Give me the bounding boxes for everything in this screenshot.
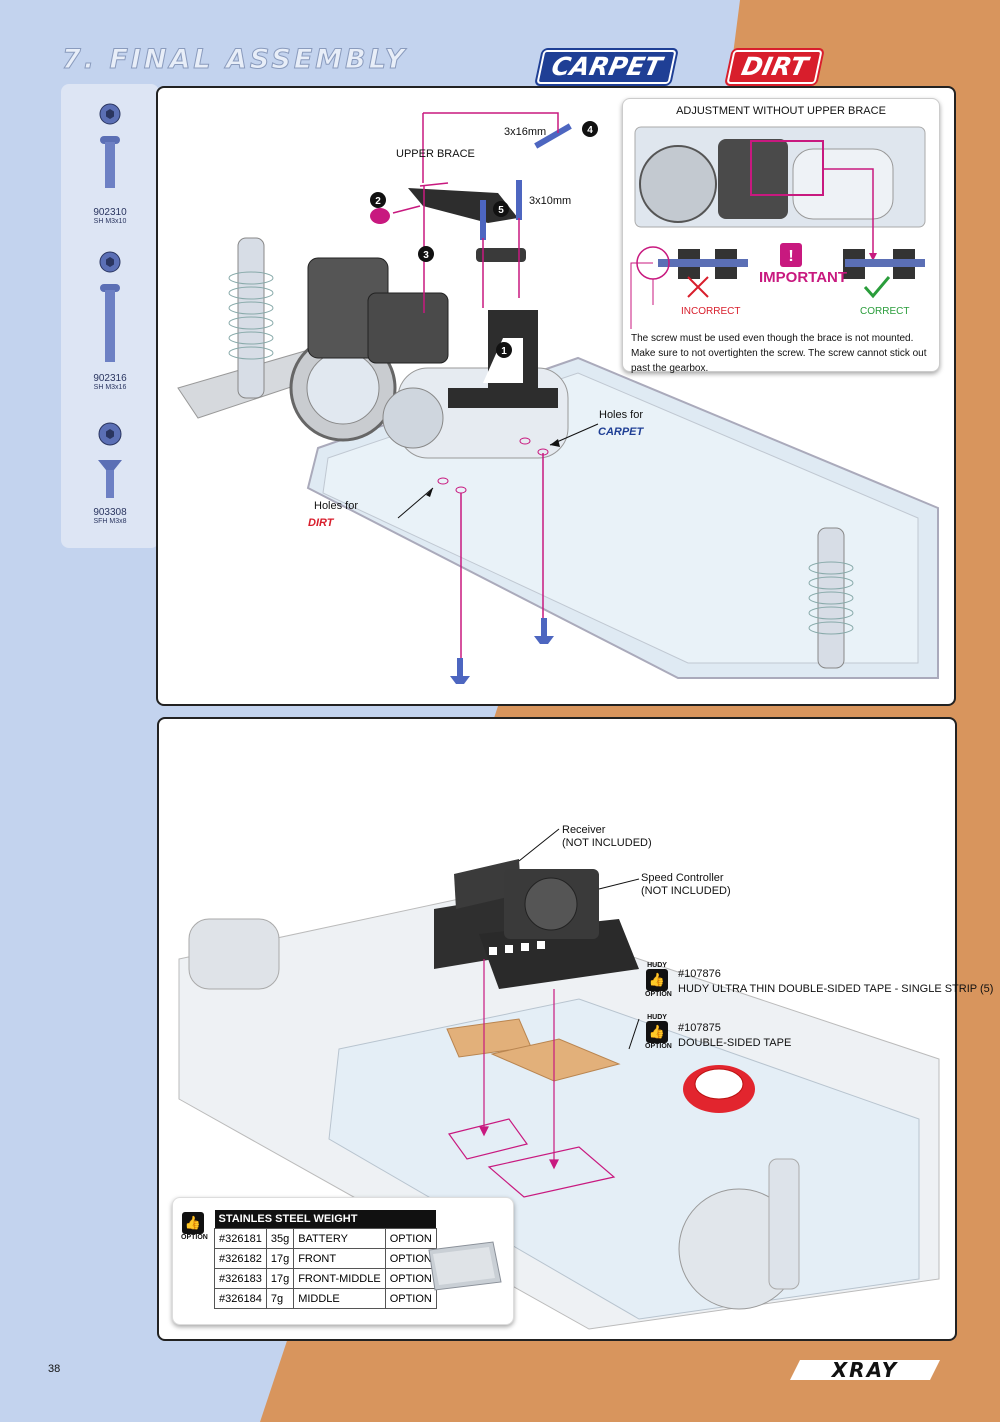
thumbs-up-icon: 👍 [182,1212,204,1234]
part-code: 903308 [93,507,127,518]
page-number: 38 [48,1363,61,1375]
part-size: SH M3x10 [93,218,127,225]
weight-position: FRONT [293,1248,386,1269]
speed-controller-note: (NOT INCLUDED) [641,885,731,897]
part-902310: 902310 SH M3x10 [61,102,159,225]
flat-head-screw-icon [98,422,122,498]
weight-position: FRONT-MIDDLE [293,1268,386,1289]
table-row: #326184 7g MIDDLE OPTION [214,1288,437,1309]
part-size: SH M3x16 [93,384,127,391]
weight-type: OPTION [384,1268,437,1289]
holes-dirt-label: Holes for [314,500,359,512]
parts-panel: 902310 SH M3x10 902316 SH M3x16 903308 S… [61,84,159,548]
step-5-marker: 5 [498,205,504,216]
weight-value: 17g [265,1268,295,1289]
part-code: 902316 [93,373,127,384]
tape1-name: HUDY ULTRA THIN DOUBLE-SIDED TAPE - SING… [678,983,994,995]
weight-code: #326182 [214,1248,267,1269]
part-code: 902310 [93,207,127,218]
callout-title: ADJUSTMENT WITHOUT UPPER BRACE [676,105,886,117]
hudy-label: HUDY [647,1014,667,1021]
electronics-assembly-illustration [178,828,940,1330]
tape1-code: #107876 [678,968,721,980]
receiver-label: Receiver [562,824,606,836]
correct-label: CORRECT [860,306,910,317]
table-row: #326182 17g FRONT OPTION [214,1248,437,1269]
tape2-code: #107875 [678,1022,721,1034]
weight-type: OPTION [384,1228,437,1249]
thumbs-up-icon: 👍 [646,1021,668,1043]
xray-logo: XRAY [790,1358,940,1382]
screw-3x10-label: 3x10mm [529,195,572,207]
weight-option-box: 👍 OPTION STAINLES STEEL WEIGHT #326181 3… [172,1197,514,1325]
weight-position: MIDDLE [293,1288,386,1309]
weight-table: STAINLES STEEL WEIGHT #326181 35g BATTER… [214,1210,437,1309]
dirt-badge: DIRT [726,50,823,84]
gearbox-detail-illustration: ! [630,126,926,329]
holes-dirt-badge: DIRT [308,517,334,529]
weight-position: BATTERY [293,1228,386,1249]
option-label: OPTION [645,991,672,998]
button-head-screw-icon [99,251,121,362]
hudy-option-icon: HUDY 👍 OPTION [645,962,672,998]
part-size: SFH M3x8 [93,518,127,525]
weight-code: #326183 [214,1268,267,1289]
weight-code: #326184 [214,1288,267,1309]
table-row: #326183 17g FRONT-MIDDLE OPTION [214,1268,437,1289]
motor-mount-assembly-illustration: 1 2 3 4 5 [177,112,939,684]
carpet-badge: CARPET [536,50,678,84]
important-label: IMPORTANT [759,269,848,286]
button-head-screw-icon [99,103,121,188]
table-row: #326181 35g BATTERY OPTION [214,1228,437,1249]
option-icon: 👍 OPTION [181,1212,208,1241]
part-902316: 902316 SH M3x16 [61,250,159,391]
holes-carpet-label: Holes for [599,409,644,421]
page-title: 7. FINAL ASSEMBLY [61,44,408,76]
svg-text:!: ! [788,248,793,265]
assembly-panel-2: Receiver (NOT INCLUDED) Speed Controller… [157,717,993,1341]
speed-controller-label: Speed Controller [641,872,724,884]
option-label: OPTION [645,1043,672,1050]
weight-type: OPTION [384,1248,437,1269]
incorrect-label: INCORRECT [681,306,741,317]
assembly-panel-1: 1 2 3 4 5 UPPER BRACE 3x16mm 3x10mm Hole… [156,86,956,706]
svg-text:XRAY: XRAY [830,1358,899,1382]
hudy-label: HUDY [647,962,667,969]
screw-3x16-label: 3x16mm [504,126,547,138]
option-label: OPTION [181,1234,208,1241]
step-3-marker: 3 [423,250,429,261]
adjustment-callout: ADJUSTMENT WITHOUT UPPER BRACE ! IMPORTA… [622,98,940,374]
tape2-name: DOUBLE-SIDED TAPE [678,1037,792,1049]
step-4-marker: 4 [587,125,593,136]
callout-note: The screw must be used even though the b… [631,333,927,374]
weight-type: OPTION [384,1288,437,1309]
step-1-marker: 1 [501,346,507,357]
part-903308: 903308 SFH M3x8 [61,422,159,525]
holes-carpet-badge: CARPET [598,426,644,438]
weight-table-title: STAINLES STEEL WEIGHT [214,1210,437,1229]
weight-value: 35g [265,1228,295,1249]
thumbs-up-icon: 👍 [646,969,668,991]
steel-weight-plate-image [428,1241,502,1291]
hudy-option-icon: HUDY 👍 OPTION [645,1014,672,1050]
weight-value: 17g [265,1248,295,1269]
upper-brace-label: UPPER BRACE [396,148,475,160]
weight-code: #326181 [214,1228,267,1249]
weight-value: 7g [265,1288,295,1309]
receiver-note: (NOT INCLUDED) [562,837,652,849]
step-2-marker: 2 [375,196,381,207]
